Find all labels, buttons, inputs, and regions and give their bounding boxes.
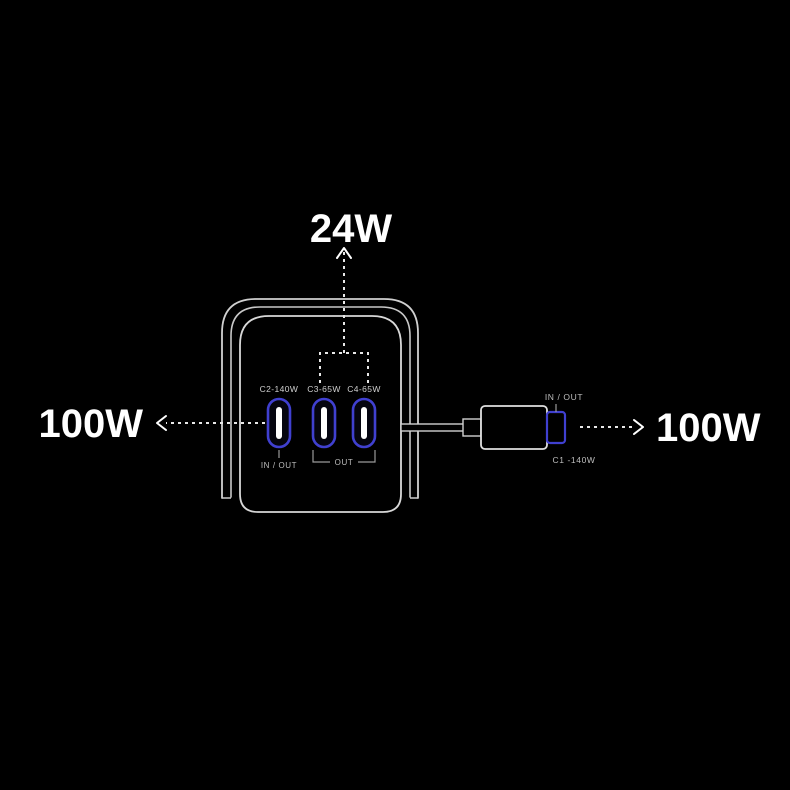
cable-group: [400, 404, 567, 450]
connector-body: [480, 405, 548, 450]
connector-bottom-label: C1 -140W: [552, 455, 595, 465]
connector-top-label: IN / OUT: [545, 392, 583, 402]
top-dotted-bracket: [319, 352, 369, 383]
out-bracket-label: OUT: [335, 458, 354, 467]
callout-left-value: 100W: [39, 402, 144, 446]
right-arrowhead-icon: [633, 419, 644, 435]
port-c3-label: C3-65W: [307, 384, 341, 394]
port-c3-slot: [321, 407, 327, 439]
callout-left-group: 100W: [39, 402, 265, 446]
connector-tip[interactable]: [545, 410, 567, 445]
port-c4-group[interactable]: [351, 397, 377, 449]
cable-lead: [400, 423, 465, 432]
port-c2-sublabel: IN / OUT: [261, 461, 297, 470]
callout-right-value: 100W: [656, 406, 761, 450]
cable-strain-relief: [462, 418, 482, 437]
port-c3-group[interactable]: [311, 397, 337, 449]
port-c2-group[interactable]: [266, 397, 292, 449]
callout-top-value: 24W: [310, 207, 392, 251]
port-c4-label: C4-65W: [347, 384, 381, 394]
port-c4-slot: [361, 407, 367, 439]
left-arrowhead-icon: [156, 415, 167, 431]
top-arrowhead-icon: [336, 247, 352, 259]
port-c2-slot: [276, 407, 282, 439]
charger-outer-band-inner-edge: [230, 306, 411, 498]
callout-top-group: 24W: [310, 207, 392, 383]
port-c2-label: C2-140W: [260, 384, 299, 394]
charger-outer-band: [221, 298, 419, 499]
callout-right-group: 100W: [580, 406, 761, 450]
out-bracket-gap: [330, 456, 358, 468]
